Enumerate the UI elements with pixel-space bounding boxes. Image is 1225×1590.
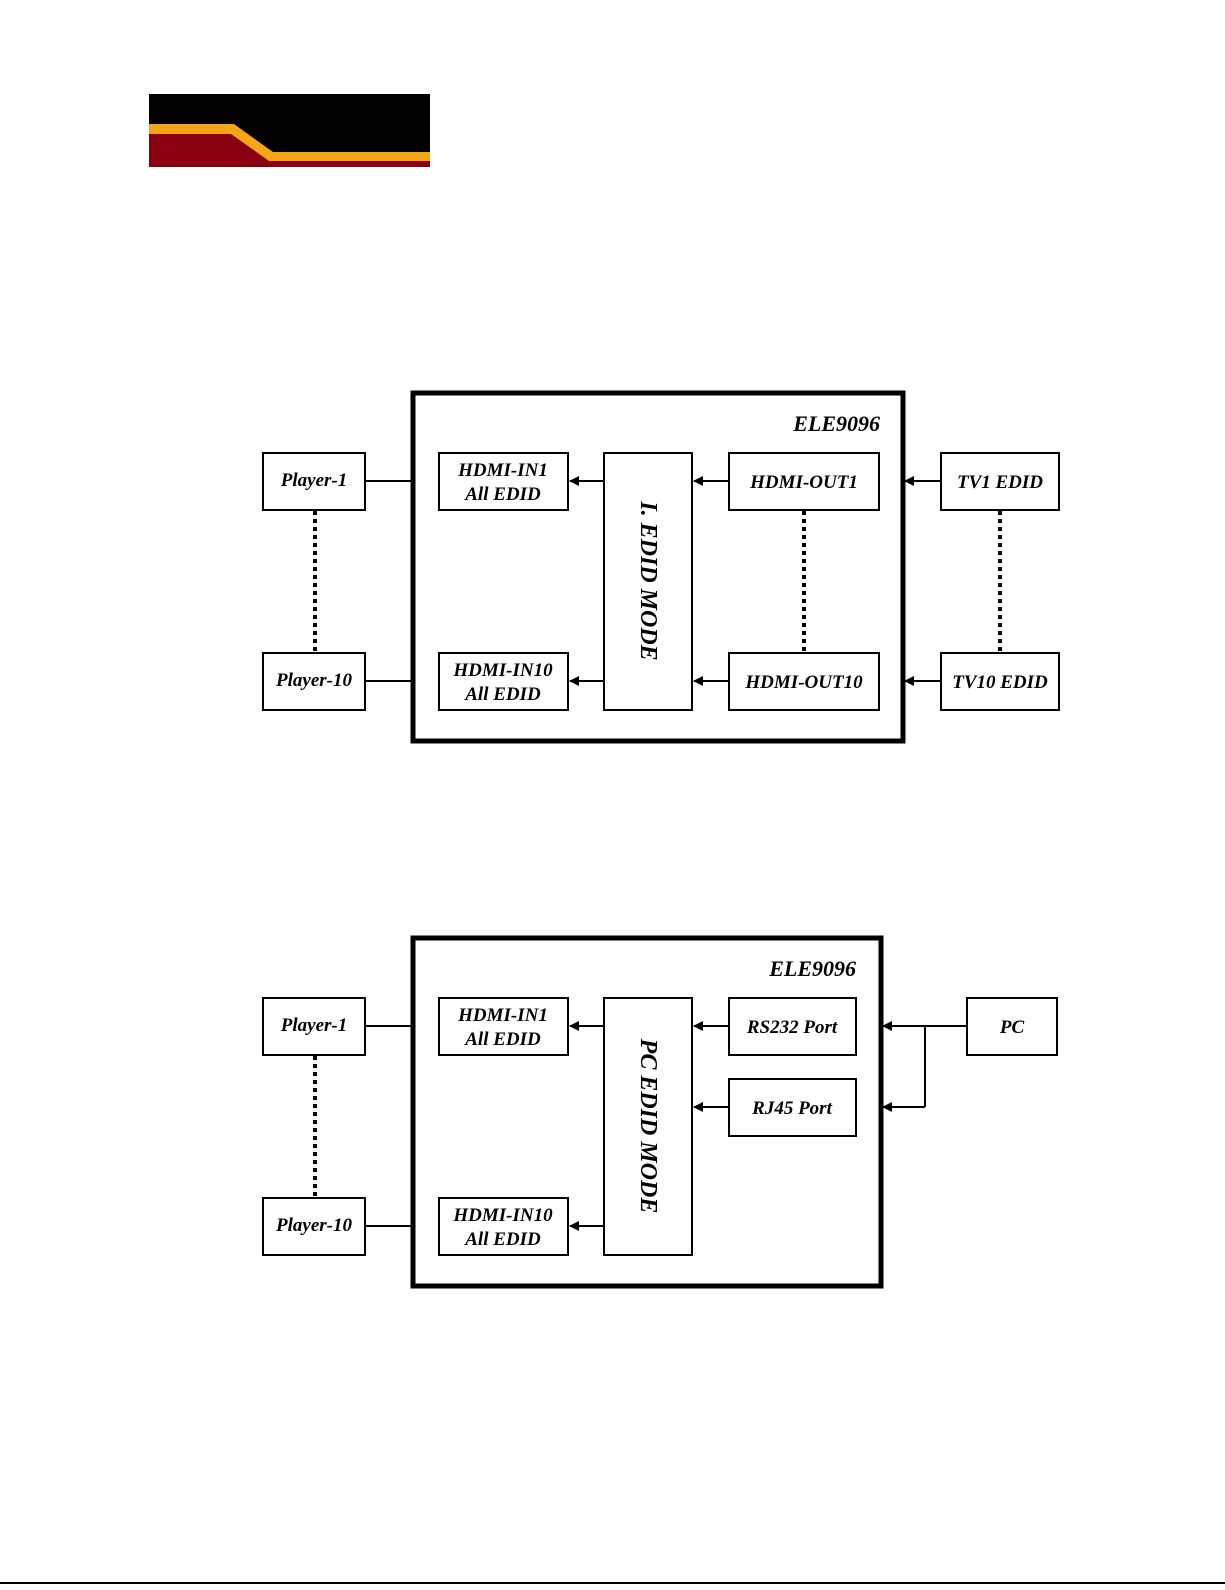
player-1-label: Player-1 — [280, 1015, 347, 1036]
pc-edid-mode-diagram: ELE9096 Player-1 Player-10 HDMI-IN1 All … — [263, 938, 1057, 1286]
device-label: ELE9096 — [768, 956, 856, 981]
hdmi-in10-sublabel: All EDID — [464, 1229, 541, 1250]
device-label: ELE9096 — [792, 411, 880, 436]
hdmi-out10-label: HDMI-OUT10 — [744, 672, 863, 693]
hdmi-in1-sublabel: All EDID — [464, 484, 541, 505]
player-10-label: Player-10 — [275, 1215, 352, 1236]
rs232-port-label: RS232 Port — [746, 1017, 838, 1038]
pc-label: PC — [999, 1017, 1025, 1038]
tv10-edid-label: TV10 EDID — [952, 672, 1048, 693]
hdmi-in10-label: HDMI-IN10 — [452, 660, 553, 681]
hdmi-in10-label: HDMI-IN10 — [452, 1205, 553, 1226]
edid-mode-label: I. EDID MODE — [635, 500, 661, 660]
player-10-label: Player-10 — [275, 670, 352, 691]
hdmi-in10-sublabel: All EDID — [464, 684, 541, 705]
header-banner-logo — [149, 94, 430, 167]
tv1-edid-label: TV1 EDID — [957, 472, 1043, 493]
hdmi-out1-label: HDMI-OUT1 — [749, 472, 858, 493]
player-1-label: Player-1 — [280, 470, 347, 491]
hdmi-in1-label: HDMI-IN1 — [457, 460, 548, 481]
rj45-port-label: RJ45 Port — [751, 1098, 832, 1119]
hdmi-in1-label: HDMI-IN1 — [457, 1005, 548, 1026]
hdmi-in1-sublabel: All EDID — [464, 1029, 541, 1050]
edid-mode-diagram: ELE9096 Player-1 Player-10 HDMI-IN1 All … — [263, 393, 1059, 741]
pc-edid-mode-label: PC EDID MODE — [635, 1038, 661, 1214]
